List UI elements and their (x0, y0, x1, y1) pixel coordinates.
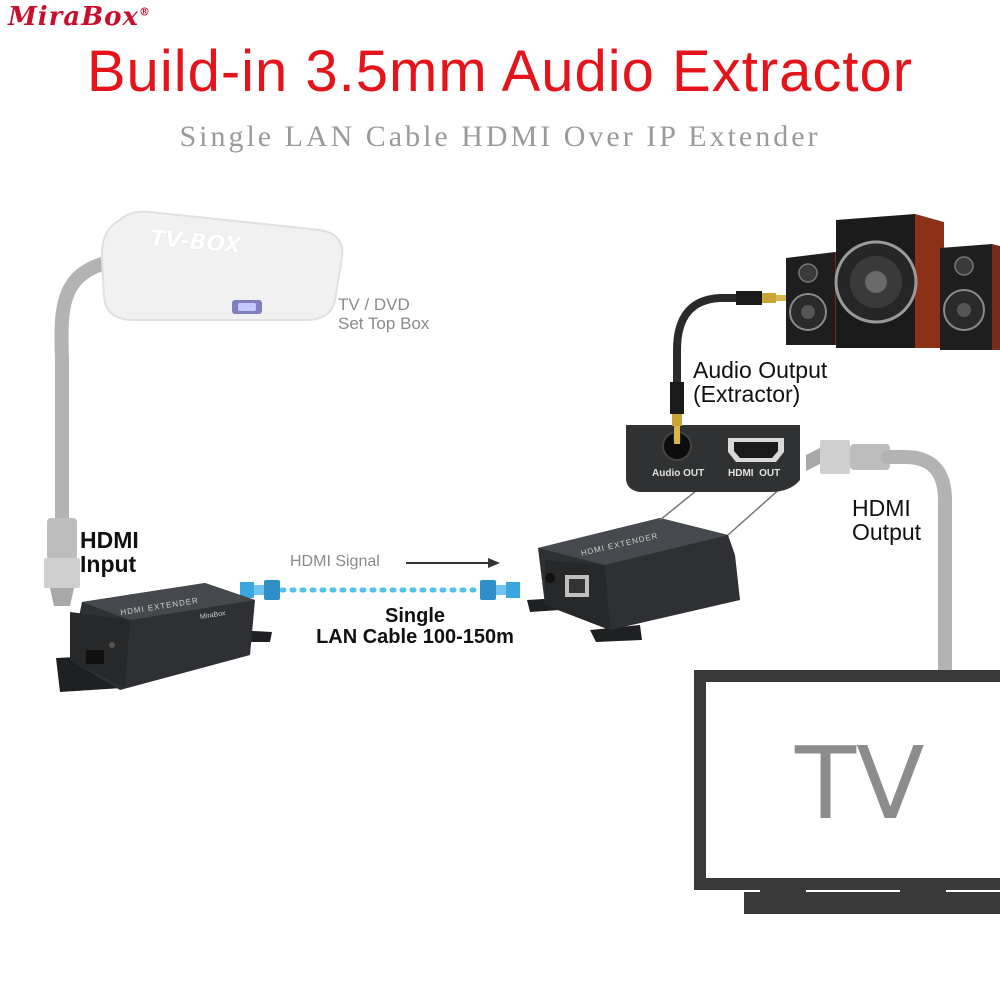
lan-label-line2: LAN Cable 100-150m (316, 626, 514, 648)
receiver-unit (527, 518, 740, 642)
hdmi-output-line2: Output (852, 519, 922, 546)
brand-logo-text: MiraBox (8, 2, 140, 32)
tvbox-label-line1: TV / DVD (338, 295, 410, 314)
hdmi-input-line1: HDMI (80, 527, 139, 553)
hdmi-input-plug (44, 518, 80, 606)
hdmi-input-line2: Input (80, 551, 137, 578)
audio-cable (673, 294, 749, 444)
audio-jack-top (736, 291, 794, 305)
lan-plug-right (480, 580, 520, 600)
transmitter-unit (56, 583, 272, 692)
hdmi-input-label: HDMI Input (80, 528, 139, 576)
brand-logo: MiraBox® (8, 2, 151, 32)
hdmi-output-plug (806, 440, 890, 474)
registered-mark: ® (139, 5, 152, 19)
page-title: Build-in 3.5mm Audio Extractor (86, 39, 914, 104)
hdmi-output-line1: HDMI (852, 495, 911, 521)
tvbox-device (100, 210, 344, 321)
audio-out-port-label: Audio OUT (652, 468, 705, 479)
hdmi-output-cable (881, 450, 952, 677)
tv-screen-label: TV (795, 725, 925, 842)
rear-panel-closeup (626, 425, 800, 492)
tvbox-label: TV / DVD Set Top Box (338, 295, 430, 333)
audio-output-line2: (Extractor) (693, 381, 801, 408)
page-subtitle: Single LAN Cable HDMI Over IP Extender (179, 120, 821, 153)
lan-cable-label: Single LAN Cable 100-150m (290, 606, 540, 648)
hdmi-out-port-label: HDMI OUT (728, 468, 781, 479)
audio-jack-bottom (670, 382, 684, 444)
audio-output-label: Audio Output (Extractor) (693, 358, 827, 406)
hdmi-output-label: HDMI Output (852, 496, 921, 544)
tv-monitor (694, 670, 1000, 914)
speaker-set (786, 214, 1000, 350)
tvbox-label-line2: Set Top Box (338, 313, 430, 333)
hdmi-signal-label: HDMI Signal (290, 553, 380, 570)
lan-plug-left (240, 580, 280, 600)
lan-label-line1: Single (384, 605, 445, 627)
audio-output-line1: Audio Output (693, 357, 828, 383)
